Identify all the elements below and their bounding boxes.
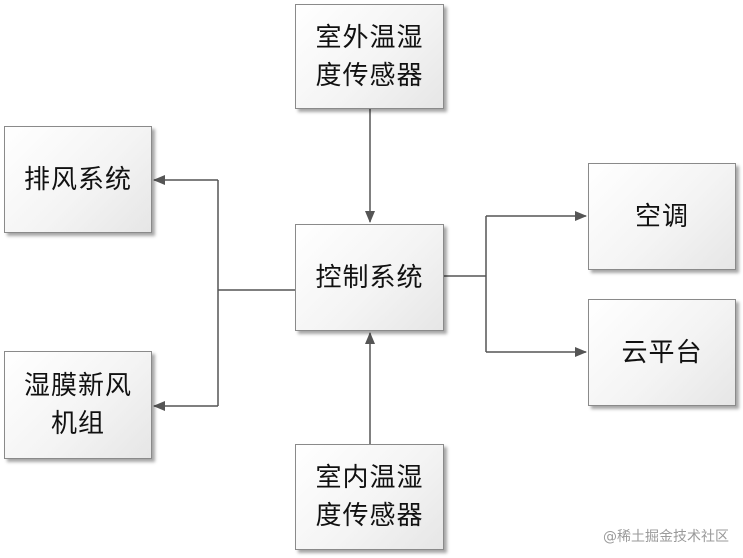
node-indoor-sensor: 室内温湿 度传感器 xyxy=(295,444,444,550)
node-exhaust-system-label: 排风系统 xyxy=(23,164,132,195)
node-outdoor-sensor: 室外温湿 度传感器 xyxy=(295,4,444,109)
watermark: @稀土掘金技术社区 xyxy=(603,529,729,545)
node-wet-film-fan-unit-label: 湿膜新风 机组 xyxy=(23,371,132,439)
node-air-conditioner: 空调 xyxy=(588,163,736,270)
node-indoor-sensor-label: 室内温湿 度传感器 xyxy=(315,463,424,531)
node-wet-film-fan-unit: 湿膜新风 机组 xyxy=(4,351,152,459)
node-control-system: 控制系统 xyxy=(295,224,444,331)
node-air-conditioner-label: 空调 xyxy=(634,201,689,232)
node-cloud-platform: 云平台 xyxy=(588,299,736,406)
node-exhaust-system: 排风系统 xyxy=(4,126,152,233)
node-control-system-label: 控制系统 xyxy=(315,262,424,293)
node-outdoor-sensor-label: 室外温湿 度传感器 xyxy=(315,22,424,91)
node-cloud-platform-label: 云平台 xyxy=(621,337,703,368)
